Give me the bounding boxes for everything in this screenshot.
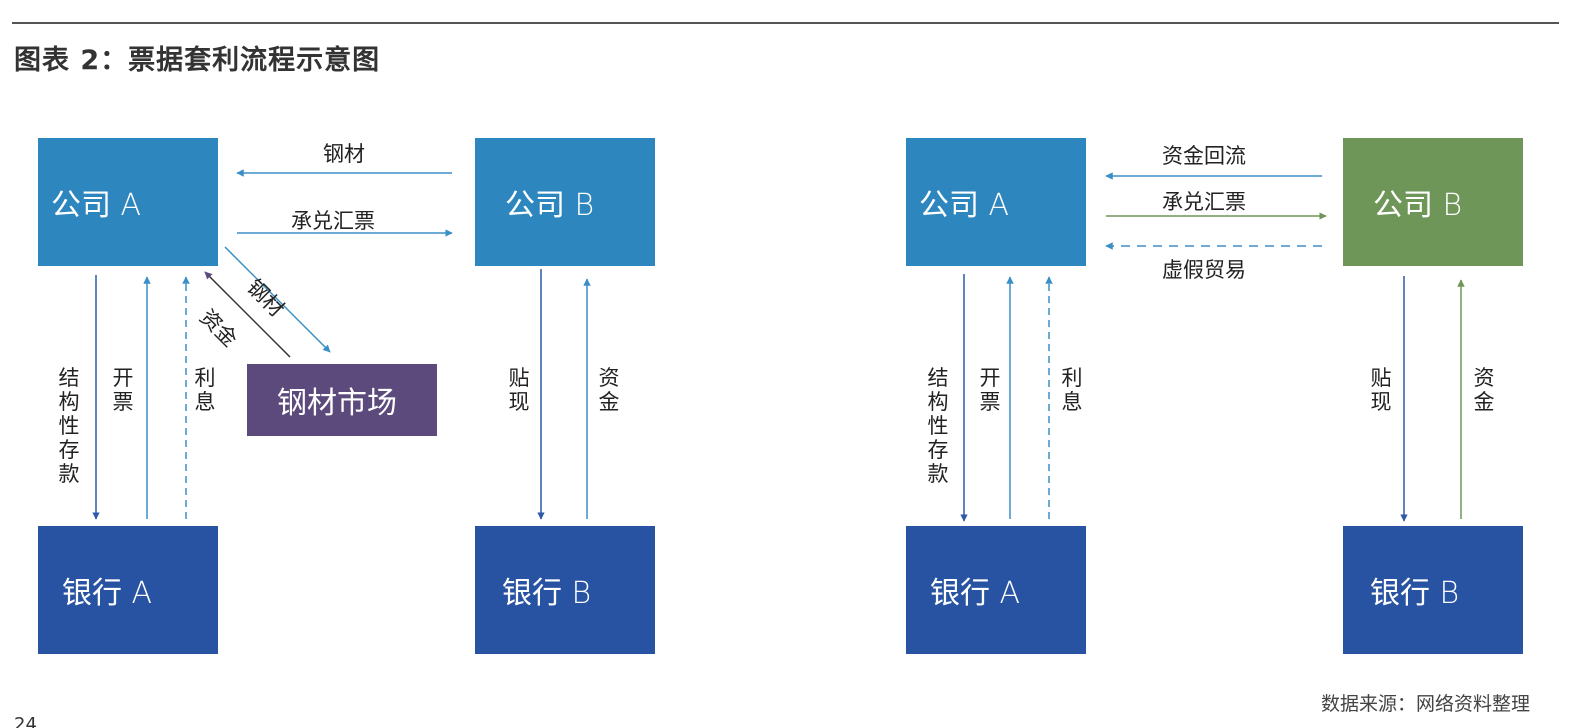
- page-number: 24: [14, 714, 37, 728]
- node-label: 公司 B: [1373, 188, 1463, 223]
- edge-label: 利息: [194, 366, 216, 414]
- edge-left-funds-market-to-a: [204, 271, 291, 358]
- node-label: 公司 A: [51, 188, 142, 223]
- node-left-bank-b: 银行 B: [475, 526, 655, 654]
- node-left-bank-a: 银行 A: [38, 526, 218, 654]
- node-left-company-b: 公司 B: [475, 138, 655, 266]
- node-label: 公司 B: [505, 188, 595, 223]
- node-left-steel-market: 钢材市场: [247, 364, 437, 436]
- edge-label: 承兑汇票: [291, 209, 375, 233]
- edge-label: 利息: [1061, 366, 1083, 414]
- node-label: 银行 A: [62, 576, 153, 611]
- edge-label: 虚假贸易: [1162, 258, 1246, 282]
- edge-left-steel-a-to-market: [224, 246, 331, 353]
- edge-label: 结构性存款: [927, 366, 949, 486]
- edge-label: 贴现: [508, 366, 530, 414]
- edge-label: 钢材: [323, 142, 365, 166]
- node-right-company-a: 公司 A: [906, 138, 1086, 266]
- node-label: 银行 B: [502, 576, 592, 611]
- figure-title: 图表 2：票据套利流程示意图: [14, 45, 381, 76]
- node-label: 钢材市场: [277, 386, 397, 421]
- node-left-company-a: 公司 A: [38, 138, 218, 266]
- edge-label: 开票: [979, 366, 1001, 414]
- edge-label: 贴现: [1370, 366, 1392, 414]
- edge-label: 结构性存款: [58, 366, 80, 486]
- source-note: 数据来源：网络资料整理: [1320, 693, 1530, 715]
- node-label: 公司 A: [919, 188, 1010, 223]
- edge-label: 资金回流: [1162, 144, 1246, 168]
- node-label: 银行 A: [930, 576, 1021, 611]
- edge-label: 资金: [598, 366, 620, 414]
- edge-label: 资金: [1473, 366, 1495, 414]
- node-right-bank-b: 银行 B: [1343, 526, 1523, 654]
- edge-label: 承兑汇票: [1162, 190, 1246, 214]
- node-right-bank-a: 银行 A: [906, 526, 1086, 654]
- edge-label: 开票: [112, 366, 134, 414]
- node-label: 银行 B: [1370, 576, 1460, 611]
- node-right-company-b: 公司 B: [1343, 138, 1523, 266]
- top-rule: [12, 22, 1559, 24]
